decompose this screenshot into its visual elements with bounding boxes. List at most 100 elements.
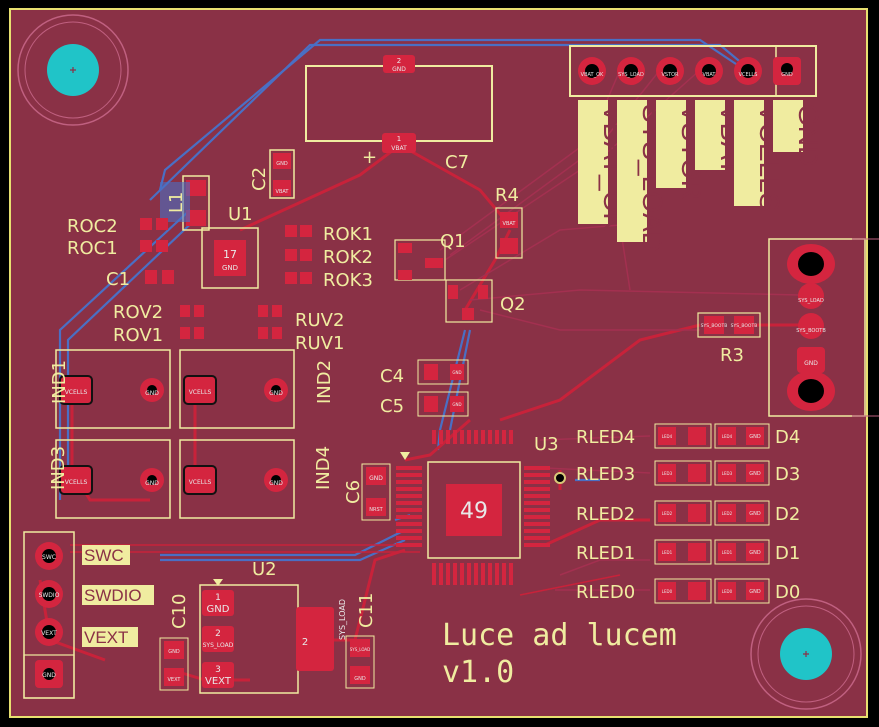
j3-pin-1: SWC xyxy=(35,542,63,570)
u3-thermal-pad-number: 49 xyxy=(460,499,488,524)
u3-pin xyxy=(467,430,471,444)
ref-d2: D2 xyxy=(775,504,800,525)
ref-c7: C7 xyxy=(445,152,469,173)
u3-pin xyxy=(439,430,443,444)
ic-u1: 17 GND U1 xyxy=(201,204,259,289)
ref-roc1: ROC1 xyxy=(67,238,118,259)
r4-pad-net: VBAT xyxy=(503,221,517,227)
ref-q2: Q2 xyxy=(500,294,526,315)
ref-u3: U3 xyxy=(534,434,559,455)
rled-pad-net: LED4 xyxy=(662,434,673,439)
u3-pin xyxy=(509,430,513,444)
j1-pin-net: VCELLS xyxy=(739,72,758,78)
ref-c6: C6 xyxy=(343,480,364,504)
led-pad-net: LED0 xyxy=(722,589,733,594)
led-pad-gnd: GND xyxy=(749,511,761,517)
j1-label-bg xyxy=(578,100,608,224)
u3-pin xyxy=(396,543,422,547)
ref-rled3: RLED3 xyxy=(576,464,635,485)
c7-pad1-net: VBAT xyxy=(391,145,407,152)
u3-pin xyxy=(502,430,506,444)
u2-pad1-number: 1 xyxy=(215,593,221,603)
u3-pin xyxy=(396,487,422,491)
u3-pin xyxy=(396,466,422,470)
j1-pin-2: SYS_LOAD xyxy=(617,57,645,85)
capacitors-c4-c5: GND GND C4 C5 xyxy=(380,359,469,417)
j1-label-bg xyxy=(734,100,764,206)
j1-label-bg xyxy=(695,100,725,170)
u1-thermal-pad-number: 17 xyxy=(223,248,237,261)
u2-pad3-net: VEXT xyxy=(205,676,232,687)
ref-rok1: ROK1 xyxy=(323,224,373,245)
c6-pad-top-net: GND xyxy=(369,475,383,482)
ref-rok3: ROK3 xyxy=(323,270,373,291)
u3-pin xyxy=(495,563,499,585)
inductor-l1: L1 xyxy=(160,175,210,231)
ref-rled1: RLED1 xyxy=(576,543,635,564)
led-pad-gnd: GND xyxy=(749,550,761,556)
j1-pin-5: VCELLS xyxy=(734,57,762,85)
u3-pin xyxy=(524,515,550,519)
ref-ind3: IND3 xyxy=(48,446,69,490)
ref-q1: Q1 xyxy=(440,231,466,252)
j3-labels: SWC SWDIO VEXT xyxy=(82,545,154,647)
c5-pad-net: GND xyxy=(452,402,461,407)
j3-pin-net: VEXT xyxy=(41,630,57,637)
u2-pad2-net: SYS_LOAD xyxy=(203,642,234,649)
connector-right: SYS_LOAD SYS_BOOTB GND xyxy=(768,238,879,417)
c2-pad-bottom-net: VBAT xyxy=(276,189,290,195)
u3-pin xyxy=(453,430,457,444)
u3-pin xyxy=(524,480,550,484)
capacitor-c2: GND VBAT C2 xyxy=(249,149,295,199)
u3-pin xyxy=(432,430,436,444)
u2-tab-number: 2 xyxy=(302,637,308,648)
j3-pin-net: GND xyxy=(42,672,56,679)
ref-ind4: IND4 xyxy=(313,446,334,490)
c2-pad-top-net: GND xyxy=(276,161,288,167)
u3-pin xyxy=(396,515,422,519)
u3-pin xyxy=(396,536,422,540)
u2-pad1-net: GND xyxy=(207,604,230,615)
ind-pad-right-net: GND xyxy=(269,390,283,397)
ref-c2: C2 xyxy=(249,167,270,191)
ref-rov1: ROV1 xyxy=(113,325,163,346)
u3-pin xyxy=(396,529,422,533)
ref-rov2: ROV2 xyxy=(113,302,163,323)
c7-pad1-number: 1 xyxy=(397,135,401,143)
led-pad-gnd: GND xyxy=(749,434,761,440)
ind-pad-left-net: VCELLS xyxy=(65,389,88,396)
u3-pin xyxy=(439,563,443,585)
u3-pin xyxy=(453,563,457,585)
c7-pad2-net: GND xyxy=(392,66,406,73)
u3-pin xyxy=(495,430,499,444)
u3-pin xyxy=(460,563,464,585)
ind-pad-right-net: GND xyxy=(145,390,159,397)
ref-c10: C10 xyxy=(169,594,190,629)
u3-pin xyxy=(460,430,464,444)
inductor-ind1: VCELLS GND xyxy=(55,349,171,429)
u3-pin xyxy=(481,563,485,585)
led-pad-net: LED3 xyxy=(722,471,733,476)
j1-pin-6: GND xyxy=(773,57,801,85)
ref-ruv2: RUV2 xyxy=(295,310,344,331)
j1-pin-4: VBAT xyxy=(695,57,723,85)
rled-pad-net: LED2 xyxy=(662,511,673,516)
ref-d3: D3 xyxy=(775,464,800,485)
ref-r4: R4 xyxy=(495,185,519,206)
ic-u2: 1 GND 2 SYS_LOAD 3 VEXT 2 SYS_LOAD U2 xyxy=(199,559,347,694)
u3-pin xyxy=(396,494,422,498)
ref-c1: C1 xyxy=(106,269,130,290)
inductor-ind2: VCELLS GND xyxy=(179,349,295,429)
ind-pad-right-net: GND xyxy=(269,480,283,487)
ind-pad-left-net: VCELLS xyxy=(189,389,212,396)
ref-rled4: RLED4 xyxy=(576,427,635,448)
rled-pad-net: LED3 xyxy=(662,471,673,476)
passives-u1-cluster xyxy=(140,218,312,339)
